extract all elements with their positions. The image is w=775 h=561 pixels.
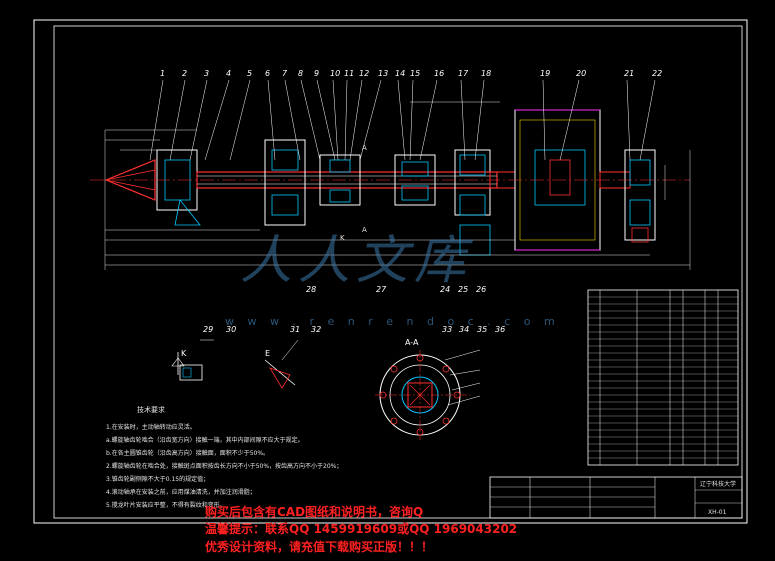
cone-tip (104, 159, 156, 201)
balloon-34: 34 (459, 325, 469, 334)
svg-text:K: K (340, 234, 345, 242)
leader-line (409, 79, 414, 161)
leader-line (332, 79, 339, 161)
balloon-18: 18 (481, 69, 491, 78)
view-k-label: K (181, 349, 187, 358)
bevel-gear-box (264, 139, 306, 226)
balloon-16: 16 (434, 69, 444, 78)
drawing-border-inner (53, 25, 743, 519)
balloon-6: 6 (265, 69, 270, 78)
leader-line (639, 79, 656, 161)
leader-line (419, 79, 438, 161)
leader-line (542, 79, 546, 161)
leader-line (169, 79, 186, 161)
watermark-line2: 温馨提示：联系QQ 1459919609或QQ 1969043202 (205, 522, 518, 536)
balloon-11: 11 (344, 69, 354, 78)
watermark-logo: 人人文库 (240, 231, 473, 291)
leader-line (229, 79, 251, 161)
balloon-33: 33 (442, 325, 452, 334)
balloon-5: 5 (247, 69, 252, 78)
balloon-17: 17 (458, 69, 469, 78)
tech-requirement-line: 4.滚动轴承在安装之前，应用煤油清洗，并加注润滑脂； (106, 489, 256, 496)
title-block-institution: 辽宁科技大学 (700, 480, 736, 488)
tech-requirement-line: 5.搅龙叶片安装应平整，不得有裂纹和变形。 (106, 502, 226, 509)
leader-line (397, 79, 406, 161)
svg-text:A: A (362, 226, 367, 234)
balloon-4: 4 (226, 69, 231, 78)
balloon-36: 36 (495, 325, 505, 334)
balloon-29: 29 (203, 325, 213, 334)
tech-requirement-line: 2.螺旋轴齿轮在啮合处，接触斑点面积按齿长方向不小于50%，按齿高方向不小于20… (106, 463, 343, 470)
leader-line (474, 79, 485, 161)
balloon-25: 25 (458, 285, 468, 294)
leader-line (284, 79, 301, 161)
leader-line (460, 79, 466, 161)
main-assembly-view: A A K (90, 101, 691, 270)
leader-line (267, 79, 276, 161)
balloon-8: 8 (298, 69, 303, 78)
tech-requirements-title: 技术要求 (137, 406, 165, 414)
balloon-leaders (149, 79, 656, 161)
leader-line (359, 79, 382, 161)
view-e-label: E (265, 349, 270, 358)
balloon-1: 1 (160, 69, 165, 78)
balloon-20: 20 (576, 69, 586, 78)
balloon-7: 7 (282, 69, 288, 78)
balloon-21: 21 (624, 69, 634, 78)
balloon-35: 35 (477, 325, 487, 334)
tech-requirement-line: 3.锥齿轮副侧隙不大于0.15的规定值； (106, 476, 210, 483)
balloon-2: 2 (182, 69, 187, 78)
watermark-line3: 优秀设计资料，请充值下载购买正版！！！ (205, 540, 434, 554)
tech-requirement-line: a.螺旋轴齿轮啮合（沿齿宽方向）接触一端，其中内部间隙不应大于规定。 (106, 437, 304, 444)
title-block: 辽宁科技大学 XH-01 (489, 476, 743, 519)
balloon-32: 32 (311, 325, 321, 334)
balloon-30: 30 (226, 325, 236, 334)
balloon-13: 13 (378, 69, 388, 78)
balloon-14: 14 (395, 69, 405, 78)
title-block-drawing-no: XH-01 (708, 509, 727, 516)
balloon-27: 27 (376, 285, 387, 294)
tech-requirement-line: b.在各主圆锥齿轮（沿齿高方向）接触面，面积不少于50%。 (106, 450, 270, 457)
balloon-10: 10 (330, 69, 340, 78)
leader-line (204, 79, 230, 161)
balloon-19: 19 (540, 69, 550, 78)
section-a-a-label: A-A (405, 338, 419, 347)
parts-list-table (587, 289, 739, 466)
view-k (171, 339, 214, 381)
balloon-28: 28 (306, 285, 316, 294)
view-e (264, 339, 299, 389)
leader-line (316, 79, 336, 161)
watermark-url: w w w . r e n r e n d o c . c o m (225, 315, 560, 328)
balloon-22: 22 (652, 69, 662, 78)
leader-line (300, 79, 321, 161)
leader-line (189, 79, 208, 161)
drawing-border-outer (33, 19, 748, 524)
balloon-12: 12 (359, 69, 369, 78)
svg-text:A: A (362, 144, 367, 152)
leader-line (626, 79, 631, 161)
leader-line (349, 79, 363, 161)
watermark-line1: 购买后包含有CAD图纸和说明书，咨询Q (205, 505, 424, 519)
leader-line (149, 79, 164, 161)
leader-line (344, 79, 348, 161)
section-a-a (375, 349, 481, 440)
leader-line (559, 79, 580, 161)
balloon-3: 3 (204, 69, 209, 78)
balloon-15: 15 (410, 69, 420, 78)
balloon-31: 31 (290, 325, 300, 334)
balloon-9: 9 (314, 69, 319, 78)
tech-requirement-line: 1.在安装时，主动轴转动应灵活。 (106, 424, 196, 431)
balloon-24: 24 (440, 285, 450, 294)
balloon-26: 26 (476, 285, 486, 294)
